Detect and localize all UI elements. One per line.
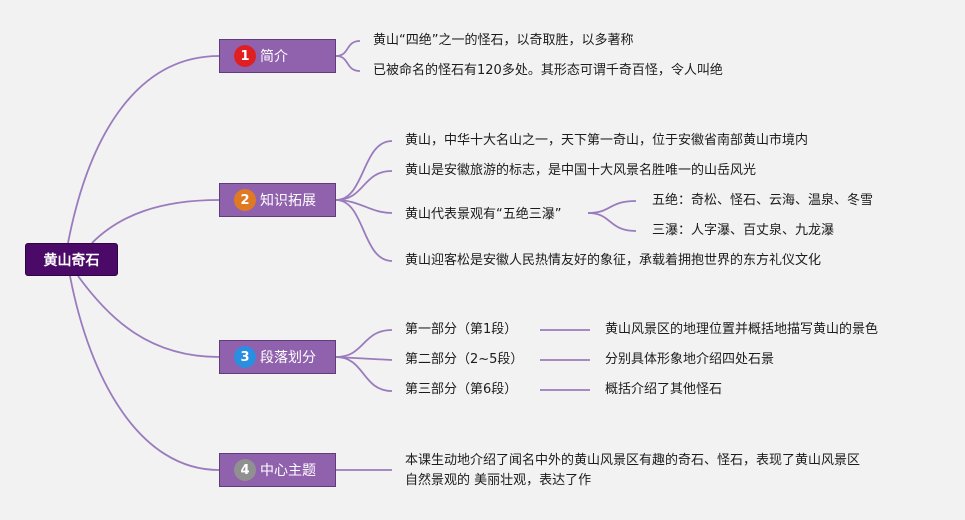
root-label: 黄山奇石	[43, 252, 100, 269]
number-badge-2: 2	[234, 189, 256, 211]
branch-label: 段落划分	[260, 350, 316, 366]
branch-label: 简介	[260, 49, 288, 65]
branch-label: 知识拓展	[260, 193, 316, 209]
branch-theme[interactable]: 4 中心主题	[219, 453, 336, 487]
link-root-b1	[67, 55, 220, 244]
part-2-desc: 分别具体形象地介绍四处石景	[605, 352, 775, 367]
link-root-b3	[77, 275, 220, 358]
intro-item-2: 已被命名的怪石有120多处。其形态可谓千奇百怪，令人叫绝	[373, 63, 723, 78]
branch-intro[interactable]: 1 简介	[219, 39, 336, 73]
theme-line-1: 本课生动地介绍了闻名中外的黄山风景区有趣的奇石、怪石，表现了黄山风景区	[405, 453, 861, 468]
part-1-label: 第一部分（第1段）	[405, 322, 518, 337]
three-falls: 三瀑：人字瀑、百丈泉、九龙瀑	[652, 223, 835, 238]
branch-knowledge[interactable]: 2 知识拓展	[219, 183, 336, 217]
branch-paragraphs[interactable]: 3 段落划分	[219, 340, 336, 374]
five-wonders: 五绝：奇松、怪石、云海、温泉、冬雪	[652, 193, 874, 208]
part-1-desc: 黄山风景区的地理位置并概括地描写黄山的景色	[605, 322, 879, 337]
theme-line-2: 自然景观的 美丽壮观，表达了作	[405, 473, 592, 488]
number-badge-1: 1	[234, 45, 256, 67]
knowledge-item-1: 黄山，中华十大名山之一，天下第一奇山，位于安徽省南部黄山市境内	[405, 133, 809, 148]
intro-item-1: 黄山“四绝”之一的怪石，以奇取胜，以多著称	[373, 33, 634, 48]
part-2-label: 第二部分（2~5段）	[405, 352, 524, 367]
link-root-b4	[69, 275, 220, 471]
knowledge-item-2: 黄山是安徽旅游的标志，是中国十大风景名胜唯一的山岳风光	[405, 163, 757, 178]
link-root-b2	[91, 199, 220, 244]
knowledge-item-4: 黄山迎客松是安徽人民热情友好的象征，承载着拥抱世界的东方礼仪文化	[405, 253, 822, 268]
number-badge-4: 4	[234, 459, 256, 481]
knowledge-item-3: 黄山代表景观有“五绝三瀑”	[405, 207, 562, 222]
number-badge-3: 3	[234, 346, 256, 368]
branch-label: 中心主题	[260, 463, 316, 479]
part-3-desc: 概括介绍了其他怪石	[605, 382, 723, 397]
root-node[interactable]: 黄山奇石	[25, 243, 118, 276]
part-3-label: 第三部分（第6段）	[405, 382, 518, 397]
